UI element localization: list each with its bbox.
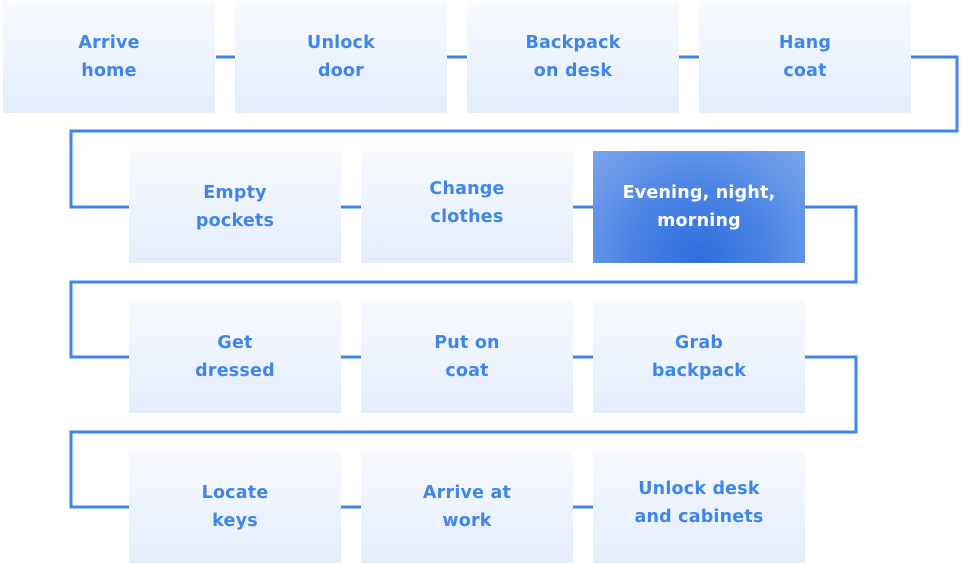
step-get-dressed: Get dressed <box>129 301 341 413</box>
step-hang-coat: Hang coat <box>699 1 911 113</box>
step-label: Unlock door <box>307 33 375 81</box>
step-arrive-home: Arrive home <box>3 1 215 113</box>
step-change-clothes: Change clothes <box>361 151 573 263</box>
step-label: Locate keys <box>201 483 269 531</box>
step-label: Put on coat <box>434 333 500 381</box>
step-label: Hang coat <box>778 33 832 81</box>
step-unlock-door: Unlock door <box>235 1 447 113</box>
step-arrive-at-work: Arrive at work <box>361 451 573 563</box>
step-label: Empty pockets <box>195 183 275 231</box>
step-label: Get dressed <box>195 333 275 381</box>
step-label: Change clothes <box>429 179 505 227</box>
step-empty-pockets: Empty pockets <box>129 151 341 263</box>
step-grab-backpack: Grab backpack <box>593 301 805 413</box>
step-label: Unlock desk and cabinets <box>634 479 764 527</box>
step-label: Backpack on desk <box>525 33 621 81</box>
step-backpack-on-desk: Backpack on desk <box>467 1 679 113</box>
step-label: Arrive at work <box>422 483 512 531</box>
step-locate-keys: Locate keys <box>129 451 341 563</box>
step-label: Grab backpack <box>651 333 747 381</box>
step-label: Evening, night, morning <box>622 183 776 231</box>
step-unlock-desk-and-cabinets: Unlock desk and cabinets <box>593 451 805 563</box>
step-label: Arrive home <box>78 33 140 81</box>
step-evening-night-morning: Evening, night, morning <box>593 151 805 263</box>
step-put-on-coat: Put on coat <box>361 301 573 413</box>
